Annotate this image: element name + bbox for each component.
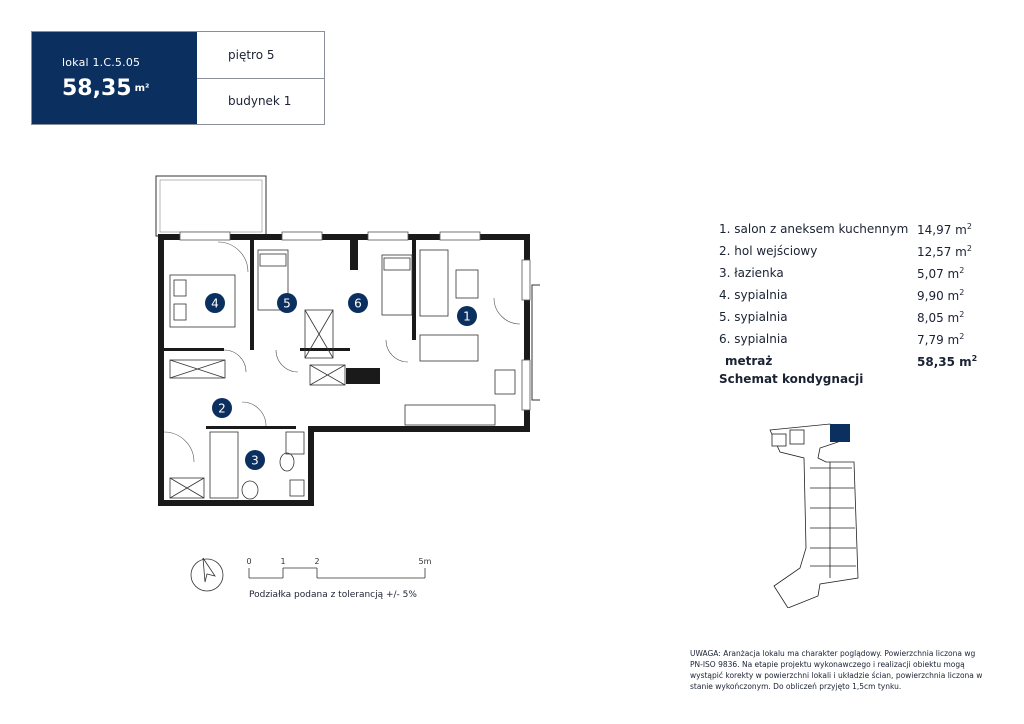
room-badge-1: 1 bbox=[463, 310, 471, 324]
unit-area-unit: m² bbox=[134, 83, 150, 94]
room-list: 1. salon z aneksem kuchennym 14,97 m2 2.… bbox=[719, 222, 979, 376]
building-label: budynek 1 bbox=[228, 94, 292, 108]
room-area: 12,57 m2 bbox=[917, 244, 972, 259]
walls bbox=[158, 234, 530, 506]
total-row: metraż 58,35 m2 bbox=[719, 354, 979, 376]
room-name: 1. salon z aneksem kuchennym bbox=[719, 222, 909, 236]
balcony-right bbox=[531, 284, 540, 401]
floor-schema bbox=[769, 423, 859, 608]
total-label: metraż bbox=[725, 354, 773, 368]
room-badge-3: 3 bbox=[251, 454, 259, 468]
unit-header-info: piętro 5 budynek 1 bbox=[197, 32, 324, 124]
scale-tick-2: 2 bbox=[314, 557, 319, 566]
room-row: 6. sypialnia 7,79 m2 bbox=[719, 332, 979, 354]
floor-plan: 4 5 6 1 2 3 bbox=[155, 175, 540, 506]
room-badge-6: 6 bbox=[354, 297, 362, 311]
compass-icon bbox=[190, 558, 224, 592]
balcony-top bbox=[155, 175, 267, 237]
total-area: 58,35 m2 bbox=[917, 354, 978, 369]
room-badges: 4 5 6 1 2 3 bbox=[205, 293, 477, 470]
scale-tick-5m: 5m bbox=[419, 557, 432, 566]
room-badge-2: 2 bbox=[218, 402, 226, 416]
room-name: 4. sypialnia bbox=[719, 288, 788, 302]
room-name: 6. sypialnia bbox=[719, 332, 788, 346]
room-area: 7,79 m2 bbox=[917, 332, 965, 347]
room-badge-5: 5 bbox=[283, 297, 291, 311]
room-row: 5. sypialnia 8,05 m2 bbox=[719, 310, 979, 332]
unit-area-value: 58,35 bbox=[62, 76, 132, 101]
floor-label: piętro 5 bbox=[228, 48, 275, 62]
room-badge-4: 4 bbox=[211, 297, 219, 311]
scale-tick-1: 1 bbox=[280, 557, 285, 566]
unit-code: lokal 1.C.5.05 bbox=[62, 56, 141, 69]
room-name: 3. łazienka bbox=[719, 266, 784, 280]
room-name: 2. hol wejściowy bbox=[719, 244, 818, 258]
disclaimer-note: UWAGA: Aranżacja lokalu ma charakter pog… bbox=[690, 649, 983, 691]
room-row: 3. łazienka 5,07 m2 bbox=[719, 266, 979, 288]
scale-note: Podziałka podana z tolerancją +/- 5% bbox=[249, 590, 417, 600]
room-area: 5,07 m2 bbox=[917, 266, 965, 281]
room-row: 1. salon z aneksem kuchennym 14,97 m2 bbox=[719, 222, 979, 244]
building-cell: budynek 1 bbox=[197, 78, 324, 124]
unit-location-marker bbox=[830, 424, 850, 442]
furniture bbox=[169, 249, 516, 500]
room-area: 9,90 m2 bbox=[917, 288, 965, 303]
room-area: 14,97 m2 bbox=[917, 222, 972, 237]
floor-cell: piętro 5 bbox=[197, 32, 324, 79]
room-name: 5. sypialnia bbox=[719, 310, 788, 324]
room-row: 4. sypialnia 9,90 m2 bbox=[719, 288, 979, 310]
schema-title: Schemat kondygnacji bbox=[719, 372, 864, 386]
room-area: 8,05 m2 bbox=[917, 310, 965, 325]
scale-tick-0: 0 bbox=[246, 557, 251, 566]
scale-bar: 0 1 2 5m bbox=[190, 557, 432, 592]
room-row: 2. hol wejściowy 12,57 m2 bbox=[719, 244, 979, 266]
